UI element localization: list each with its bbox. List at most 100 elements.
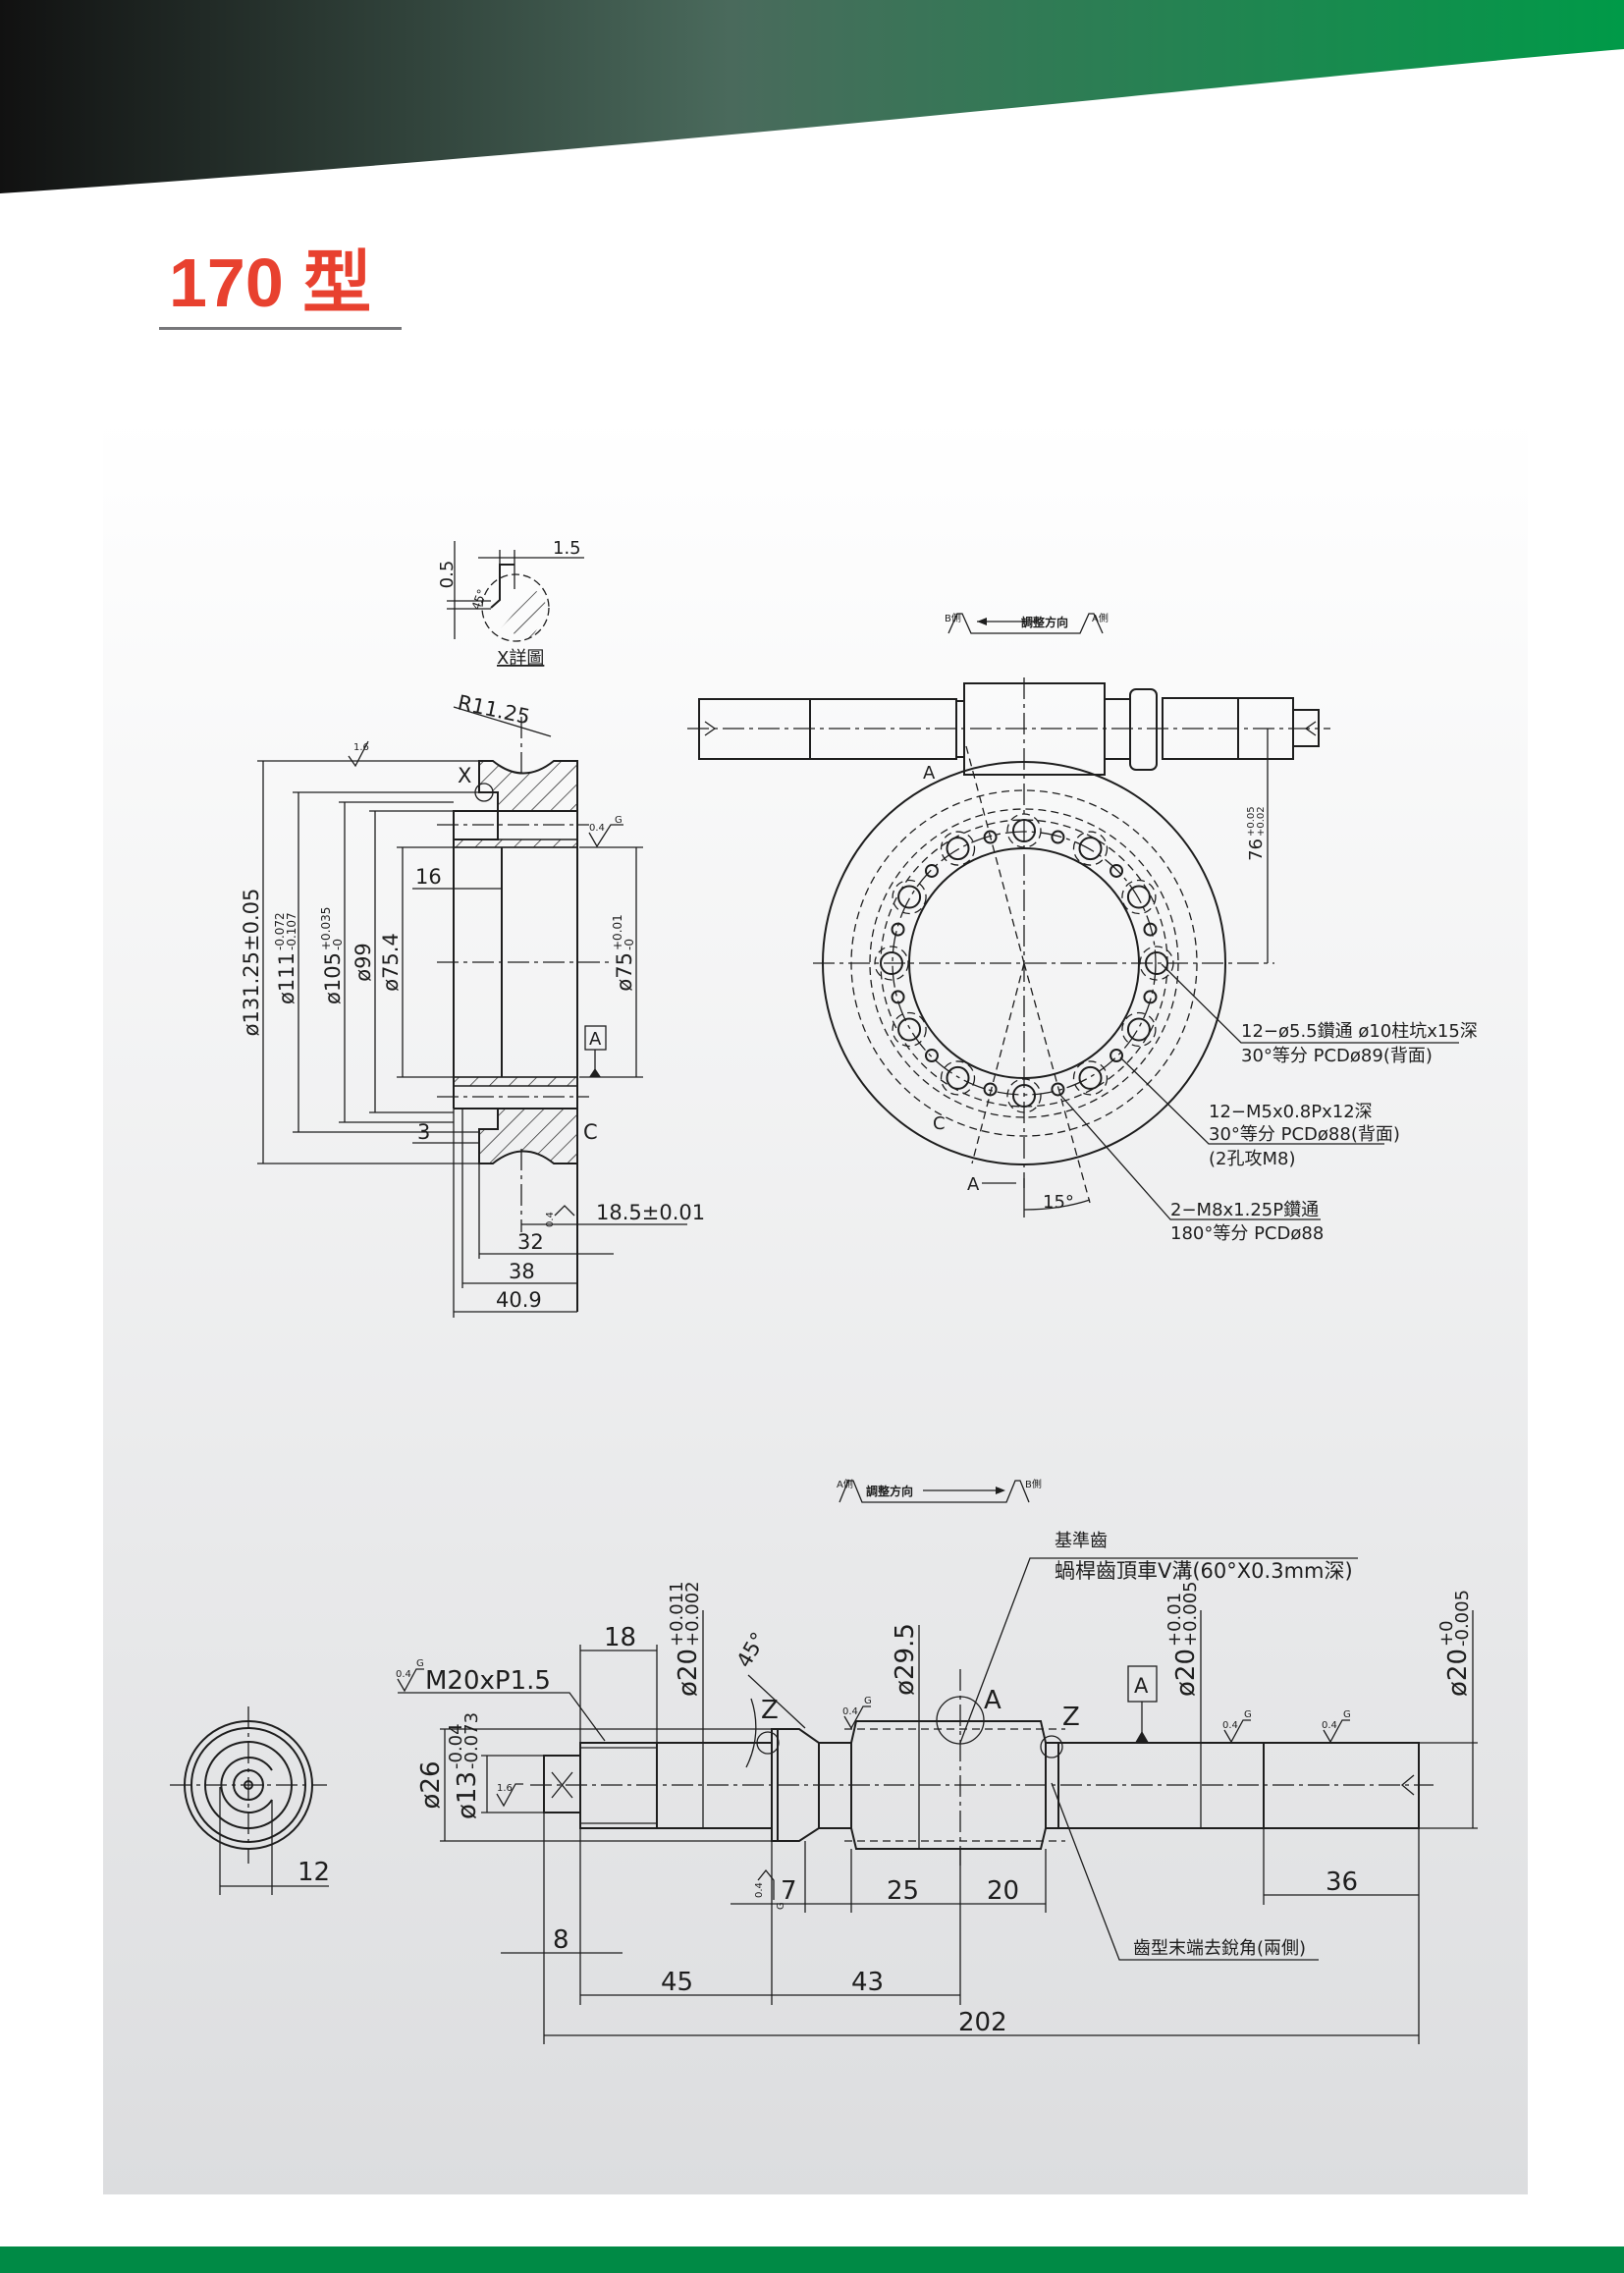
dim-16: 16 <box>415 865 442 889</box>
roughness-shaft-1-value: 0.4 <box>1222 1720 1238 1731</box>
reference-tooth-label: 基準齒 <box>1055 1531 1108 1551</box>
drawing-panel <box>103 415 1528 2194</box>
detail-dim-0.5: 0.5 <box>437 561 458 589</box>
roughness-shaft-2-value: 0.4 <box>1322 1720 1337 1731</box>
callout-1-line1: 12−ø5.5鑽通 ø10柱坑x15深 <box>1241 1021 1478 1042</box>
dim-d131: ø131.25±0.05 <box>240 889 263 1037</box>
datum-a-box: A <box>589 1029 602 1050</box>
angle-15: 15° <box>1043 1192 1074 1213</box>
chamfer-c-marker: C <box>583 1120 598 1144</box>
b-side-label: B側 <box>945 612 961 624</box>
dim-32: 32 <box>517 1230 544 1254</box>
b-side-label-bottom: B側 <box>1025 1478 1042 1490</box>
dim-20: 20 <box>987 1876 1019 1906</box>
title-underline <box>159 327 402 330</box>
datum-a-box-shaft: A <box>1134 1674 1149 1698</box>
ring-section-view: 0.5 1.5 45° X詳圖 <box>240 538 705 1318</box>
center-distance-lower: +0.02 <box>1256 806 1267 837</box>
through-hole <box>946 1065 970 1090</box>
adjust-direction-label: 調整方向 <box>1021 615 1068 629</box>
center-distance-upper: +0.05 <box>1246 806 1257 837</box>
a-side-label: A側 <box>1092 612 1109 624</box>
roughness-neck-value: 0.4 <box>842 1706 858 1717</box>
callout-1-line2: 30°等分 PCDø89(背面) <box>1241 1046 1433 1066</box>
counterbore-hole <box>1121 879 1157 915</box>
dim-d13-lower: -0.073 <box>461 1712 482 1769</box>
roughness-collar-value: 0.4 <box>754 1882 765 1898</box>
grind-collar: G <box>776 1902 786 1910</box>
section-a-top: A <box>923 763 936 784</box>
callout-2-line1: 12−M5x0.8Px12深 <box>1209 1102 1373 1122</box>
tapped-hole <box>1110 1049 1124 1063</box>
a-side-label-bottom: A側 <box>837 1478 853 1490</box>
tapped-hole <box>1110 863 1124 878</box>
dim-d20-mid-lower: +0.005 <box>1180 1581 1201 1647</box>
dim-40.9: 40.9 <box>496 1288 542 1312</box>
ref-circle-a: A <box>984 1686 1001 1715</box>
grind-mark: G <box>615 815 623 826</box>
adjust-direction-bottom: A側 調整方向 B側 <box>837 1478 1042 1503</box>
grind-shaft-2: G <box>1343 1709 1351 1720</box>
dim-36: 36 <box>1326 1867 1358 1897</box>
detail-x-marker: X <box>458 764 471 787</box>
roughness-symbol-face: 0.4 <box>545 1205 575 1227</box>
dim-d13: ø13 <box>453 1771 482 1819</box>
tapped-hole <box>983 1082 998 1097</box>
detail-angle: 45° <box>469 587 489 612</box>
dim-25: 25 <box>887 1876 919 1906</box>
through-hole <box>1078 837 1103 861</box>
counterbore-hole <box>1072 1060 1109 1096</box>
dim-d75-lower: -0 <box>623 939 636 950</box>
dim-d99: ø99 <box>352 943 375 982</box>
tapped-hole <box>891 990 905 1004</box>
dim-d13-upper: -0.04 <box>446 1723 466 1769</box>
dim-8: 8 <box>553 1925 569 1955</box>
v-groove-note: 蝸桿齒頂車V溝(60°X0.3mm深) <box>1055 1559 1353 1583</box>
through-hole <box>897 885 922 909</box>
dim-12: 12 <box>298 1858 330 1887</box>
dim-d26: ø26 <box>416 1761 446 1810</box>
tapped-hole <box>983 830 998 844</box>
grind-neck: G <box>864 1696 872 1706</box>
chamfer-c-label: C <box>933 1113 946 1134</box>
adjust-direction-label-bottom: 調整方向 <box>866 1484 913 1498</box>
callout-2-line2: 30°等分 PCDø88(背面) <box>1209 1124 1400 1145</box>
dim-d20-left-lower: +0.002 <box>682 1581 703 1647</box>
dim-d111-lower: -0.107 <box>285 912 298 950</box>
counterbore-hole <box>1121 1011 1157 1048</box>
callout-2-line3: (2孔攻M8) <box>1209 1149 1295 1169</box>
counterbore-hole <box>1072 831 1109 866</box>
center-distance: 76 <box>1246 839 1267 861</box>
z-marker-left: Z <box>761 1696 779 1725</box>
ring-lower-band <box>453 1076 578 1087</box>
counterbore-hole <box>940 831 976 866</box>
dim-d20-mid-upper: +0.01 <box>1164 1593 1185 1647</box>
section-a-bottom: A <box>967 1174 980 1195</box>
grind-shaft-1: G <box>1244 1709 1252 1720</box>
roughness-neck: 0.4 G <box>842 1696 872 1730</box>
roughness-collar: 0.4 G <box>754 1868 786 1910</box>
through-hole <box>946 837 970 861</box>
dim-d105-upper: +0.035 <box>319 907 333 950</box>
dim-38: 38 <box>509 1260 535 1283</box>
roughness-end: 1.6 <box>496 1783 523 1808</box>
tapped-hole <box>924 1049 939 1063</box>
tapped-hole <box>1051 830 1065 844</box>
dim-d75: ø75 <box>613 952 636 992</box>
through-hole <box>1078 1065 1103 1090</box>
roughness-top-value: 1.6 <box>353 742 369 753</box>
dim-3: 3 <box>417 1120 430 1144</box>
callout-3-line2: 180°等分 PCDø88 <box>1170 1223 1324 1244</box>
dim-d105-lower: -0 <box>331 939 345 950</box>
worm-shaft-view: A側 調整方向 B側 12 <box>170 1478 1478 2044</box>
header-swoosh <box>0 0 1624 193</box>
tapped-hole <box>891 922 905 937</box>
ring-upper-band <box>453 839 578 848</box>
dim-d75-upper: +0.01 <box>611 914 624 950</box>
roughness-symbol-top: 1.6 <box>348 740 369 768</box>
tapped-hole <box>1143 922 1158 937</box>
adjust-direction-top: B側 調整方向 A側 <box>945 612 1109 634</box>
dim-45: 45 <box>661 1968 693 1997</box>
dim-18: 18 <box>604 1623 636 1652</box>
